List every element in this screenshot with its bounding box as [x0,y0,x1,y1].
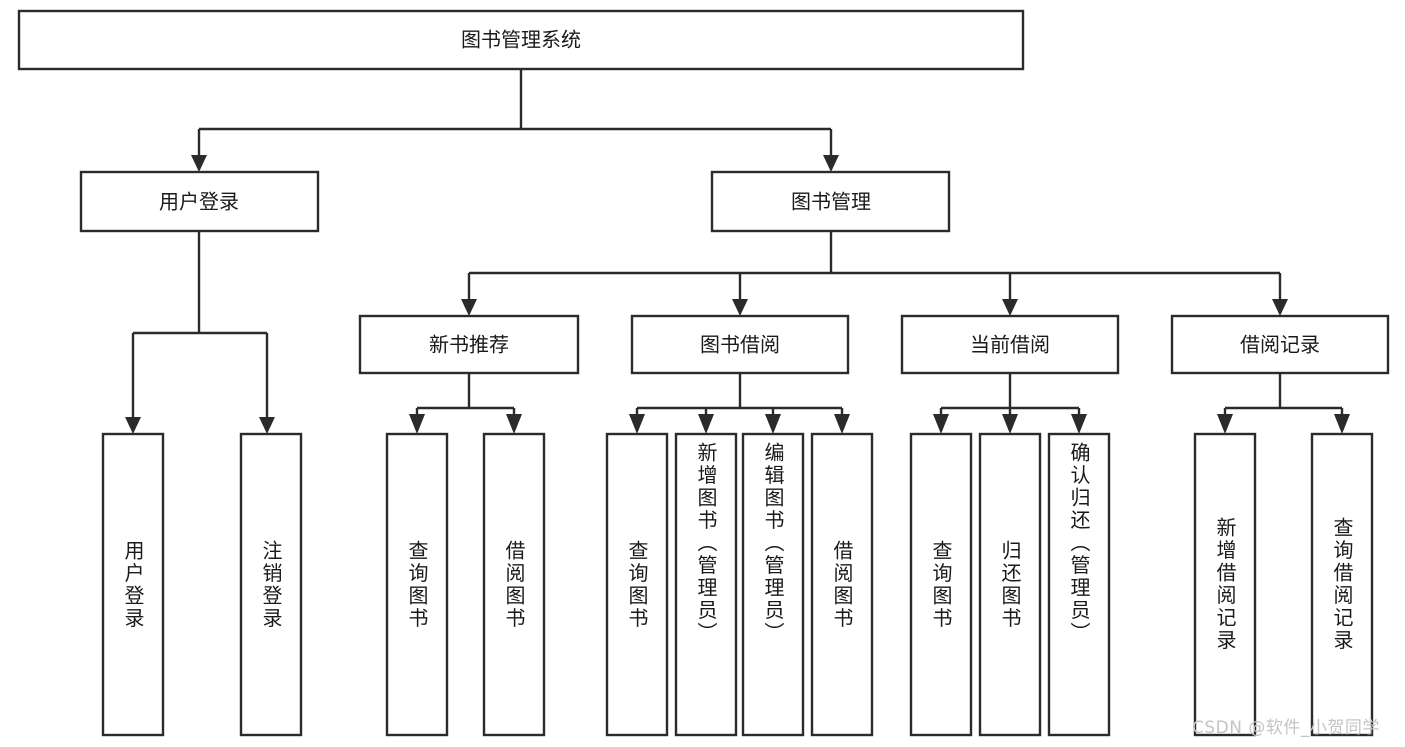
leaf-book-borrow-2-label: 编辑图书（管理员） [761,442,785,645]
arrow-to-book-manage [823,155,839,172]
arrow-to-leaf-user-login-0 [125,417,141,434]
arrow-to-borrow-record [1272,299,1288,316]
leaf-new-book-0-box [385,432,449,737]
leaf-current-borrow-1[interactable]: 归还图书 [978,432,1042,737]
leaf-borrow-record-1-textbox: 查询借阅记录 [1330,517,1354,652]
arrow-to-new-book-recommend [461,299,477,316]
node-new-book-recommend[interactable]: 新书推荐 [358,314,580,375]
node-user-login[interactable]: 用户登录 [79,170,320,233]
arrow-to-book-borrow [732,299,748,316]
leaf-book-borrow-0-box [605,432,669,737]
leaf-user-login-1-textbox: 注销登录 [259,539,283,630]
arrow-to-leaf-user-login-1 [259,417,275,434]
leaf-book-borrow-2-textbox: 编辑图书（管理员） [761,442,785,645]
leaf-new-book-1-label: 借阅图书 [502,539,526,630]
node-root-box [17,9,1025,71]
leaf-user-login-0-textbox: 用户登录 [121,539,145,630]
arrow-to-leaf-new-book-0 [409,414,425,434]
leaf-borrow-record-1-box [1310,432,1374,737]
node-current-borrow-box [900,314,1120,375]
node-book-manage-box [710,170,951,233]
arrow-to-leaf-current-borrow-2 [1071,414,1087,434]
node-current-borrow-label: 当前借阅 [970,333,1050,357]
node-book-borrow[interactable]: 图书借阅 [630,314,850,375]
arrow-to-leaf-book-borrow-0 [629,414,645,434]
leaf-new-book-0-textbox: 查询图书 [405,539,429,630]
leaf-current-borrow-0-label: 查询图书 [929,539,953,630]
leaf-book-borrow-1-label: 新增图书（管理员） [694,442,718,645]
node-borrow-record[interactable]: 借阅记录 [1170,314,1390,375]
leaf-current-borrow-0-textbox: 查询图书 [929,539,953,630]
leaf-current-borrow-0-box [909,432,973,737]
leaf-user-login-0[interactable]: 用户登录 [101,432,165,737]
node-new-book-recommend-label: 新书推荐 [429,333,509,357]
node-user-login-label: 用户登录 [159,190,239,214]
csdn-watermark: CSDN @软件_小贺同学 [1192,718,1380,738]
connector-layer [125,69,1350,434]
leaf-book-borrow-3-label: 借阅图书 [830,539,854,630]
leaf-current-borrow-2[interactable]: 确认归还（管理员） [1047,432,1111,737]
leaf-user-login-1[interactable]: 注销登录 [239,432,303,737]
leaf-borrow-record-1-label: 查询借阅记录 [1330,517,1354,652]
leaf-book-borrow-0-label: 查询图书 [625,539,649,630]
leaf-current-borrow-1-box [978,432,1042,737]
leaf-user-login-0-box [101,432,165,737]
arrow-to-leaf-borrow-record-1 [1334,414,1350,434]
node-current-borrow[interactable]: 当前借阅 [900,314,1120,375]
leaf-new-book-0-label: 查询图书 [405,539,429,630]
leaf-book-borrow-3-box [810,432,874,737]
leaf-book-borrow-2-box [741,432,805,737]
node-book-borrow-label: 图书借阅 [700,333,780,357]
leaf-book-borrow-1[interactable]: 新增图书（管理员） [674,432,738,737]
arrow-to-user-login [191,155,207,172]
arrow-to-leaf-new-book-1 [506,414,522,434]
node-borrow-record-box [1170,314,1390,375]
leaf-user-login-1-label: 注销登录 [259,539,283,630]
leaf-borrow-record-0-textbox: 新增借阅记录 [1213,517,1237,652]
leaf-borrow-record-0-box [1193,432,1257,737]
leaf-current-borrow-2-textbox: 确认归还（管理员） [1067,442,1091,645]
leaf-book-borrow-3-textbox: 借阅图书 [830,539,854,630]
arrow-to-leaf-borrow-record-0 [1217,414,1233,434]
node-book-manage-label: 图书管理 [791,190,871,214]
arrow-to-leaf-book-borrow-2 [765,414,781,434]
leaf-borrow-record-1[interactable]: 查询借阅记录 [1310,432,1374,737]
leaf-book-borrow-1-box [674,432,738,737]
leaf-new-book-1-textbox: 借阅图书 [502,539,526,630]
node-book-manage[interactable]: 图书管理 [710,170,951,233]
leaf-book-borrow-2[interactable]: 编辑图书（管理员） [741,432,805,737]
leaf-book-borrow-3[interactable]: 借阅图书 [810,432,874,737]
arrow-to-leaf-current-borrow-1 [1002,414,1018,434]
leaf-borrow-record-0-label: 新增借阅记录 [1213,517,1237,652]
leaf-current-borrow-2-box [1047,432,1111,737]
node-root[interactable]: 图书管理系统 [17,9,1025,71]
arrow-to-leaf-book-borrow-3 [834,414,850,434]
arrow-to-leaf-book-borrow-1 [698,414,714,434]
leaf-current-borrow-2-label: 确认归还（管理员） [1067,442,1091,645]
leaf-new-book-1-box [482,432,546,737]
node-user-login-box [79,170,320,233]
leaf-book-borrow-0[interactable]: 查询图书 [605,432,669,737]
leaf-new-book-0[interactable]: 查询图书 [385,432,449,737]
leaf-new-book-1[interactable]: 借阅图书 [482,432,546,737]
leaf-user-login-1-box [239,432,303,737]
node-root-label: 图书管理系统 [461,28,581,52]
arrow-to-leaf-current-borrow-0 [933,414,949,434]
leaf-borrow-record-0[interactable]: 新增借阅记录 [1193,432,1257,737]
arrow-to-current-borrow [1002,299,1018,316]
node-new-book-recommend-box [358,314,580,375]
leaf-current-borrow-0[interactable]: 查询图书 [909,432,973,737]
node-book-borrow-box [630,314,850,375]
leaf-book-borrow-1-textbox: 新增图书（管理员） [694,442,718,645]
leaf-book-borrow-0-textbox: 查询图书 [625,539,649,630]
leaf-current-borrow-1-label: 归还图书 [998,539,1022,630]
node-borrow-record-label: 借阅记录 [1240,333,1320,357]
leaf-user-login-0-label: 用户登录 [121,539,145,630]
leaf-current-borrow-1-textbox: 归还图书 [998,539,1022,630]
